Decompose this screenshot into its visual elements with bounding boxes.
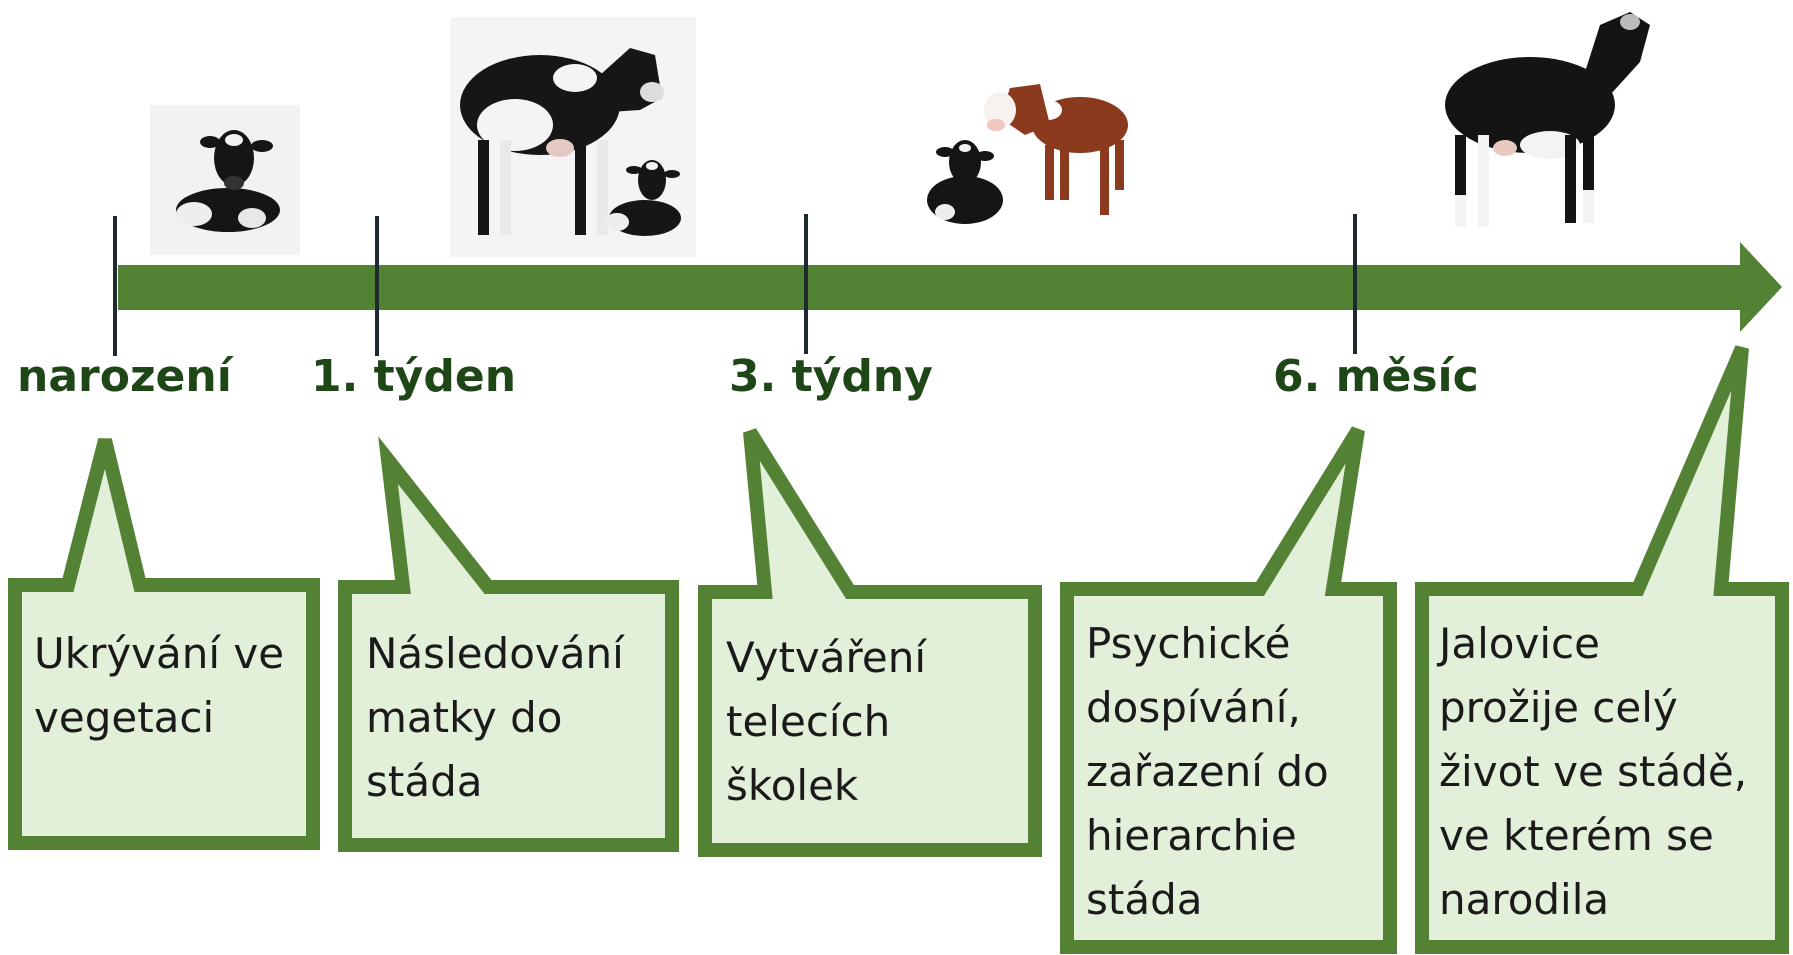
callout-2-line-1: Následování — [366, 629, 624, 678]
milestone-label-1-tyden: 1. týden — [311, 351, 517, 402]
callout-text-3: Vytváření telecích školek — [726, 626, 926, 818]
callout-3-line-2: telecích — [726, 697, 891, 746]
cow-with-calf-icon — [450, 17, 696, 257]
callout-4-line-1: Psychické — [1086, 619, 1291, 668]
callout-box-3 — [698, 428, 1042, 857]
callout-box-2 — [338, 436, 679, 852]
callout-5-line-2: prožije celý — [1439, 683, 1678, 732]
timeline-arrow — [118, 242, 1782, 332]
callout-2-line-2: matky do — [366, 693, 563, 742]
callout-5-line-1: Jalovice — [1439, 619, 1600, 668]
callout-2-line-3: stáda — [366, 757, 483, 806]
callout-text-4: Psychické dospívání, zařazení do hierarc… — [1086, 612, 1329, 932]
callout-5-line-5: narodila — [1439, 875, 1610, 924]
milestone-label-narozeni: narození — [17, 351, 232, 402]
callout-3-line-3: školek — [726, 761, 859, 810]
callout-4-line-5: stáda — [1086, 875, 1203, 924]
callout-4-line-3: zařazení do — [1086, 747, 1329, 796]
callout-text-5: Jalovice prožije celý život ve stádě, ve… — [1439, 612, 1747, 932]
callout-1-line-1: Ukrývání ve — [34, 629, 285, 678]
callout-text-1: Ukrývání ve vegetaci — [34, 622, 284, 750]
callout-5-line-4: ve kterém se — [1439, 811, 1714, 860]
callout-1-line-2: vegetaci — [34, 693, 215, 742]
milestone-label-3-tydny: 3. týdny — [729, 351, 933, 402]
callout-3-line-1: Vytváření — [726, 633, 926, 682]
callout-box-1 — [8, 438, 320, 850]
calf-lying-icon — [150, 105, 300, 255]
milestone-label-6-mesic: 6. měsíc — [1273, 351, 1479, 402]
callout-box-5 — [1415, 345, 1789, 954]
callout-4-line-4: hierarchie — [1086, 811, 1297, 860]
two-calves-icon — [927, 84, 1128, 225]
callout-5-line-3: život ve stádě, — [1439, 747, 1748, 796]
callout-4-line-2: dospívání, — [1086, 683, 1301, 732]
callout-box-4 — [1060, 426, 1397, 954]
heifer-icon — [1445, 12, 1650, 227]
callout-text-2: Následování matky do stáda — [366, 622, 624, 814]
